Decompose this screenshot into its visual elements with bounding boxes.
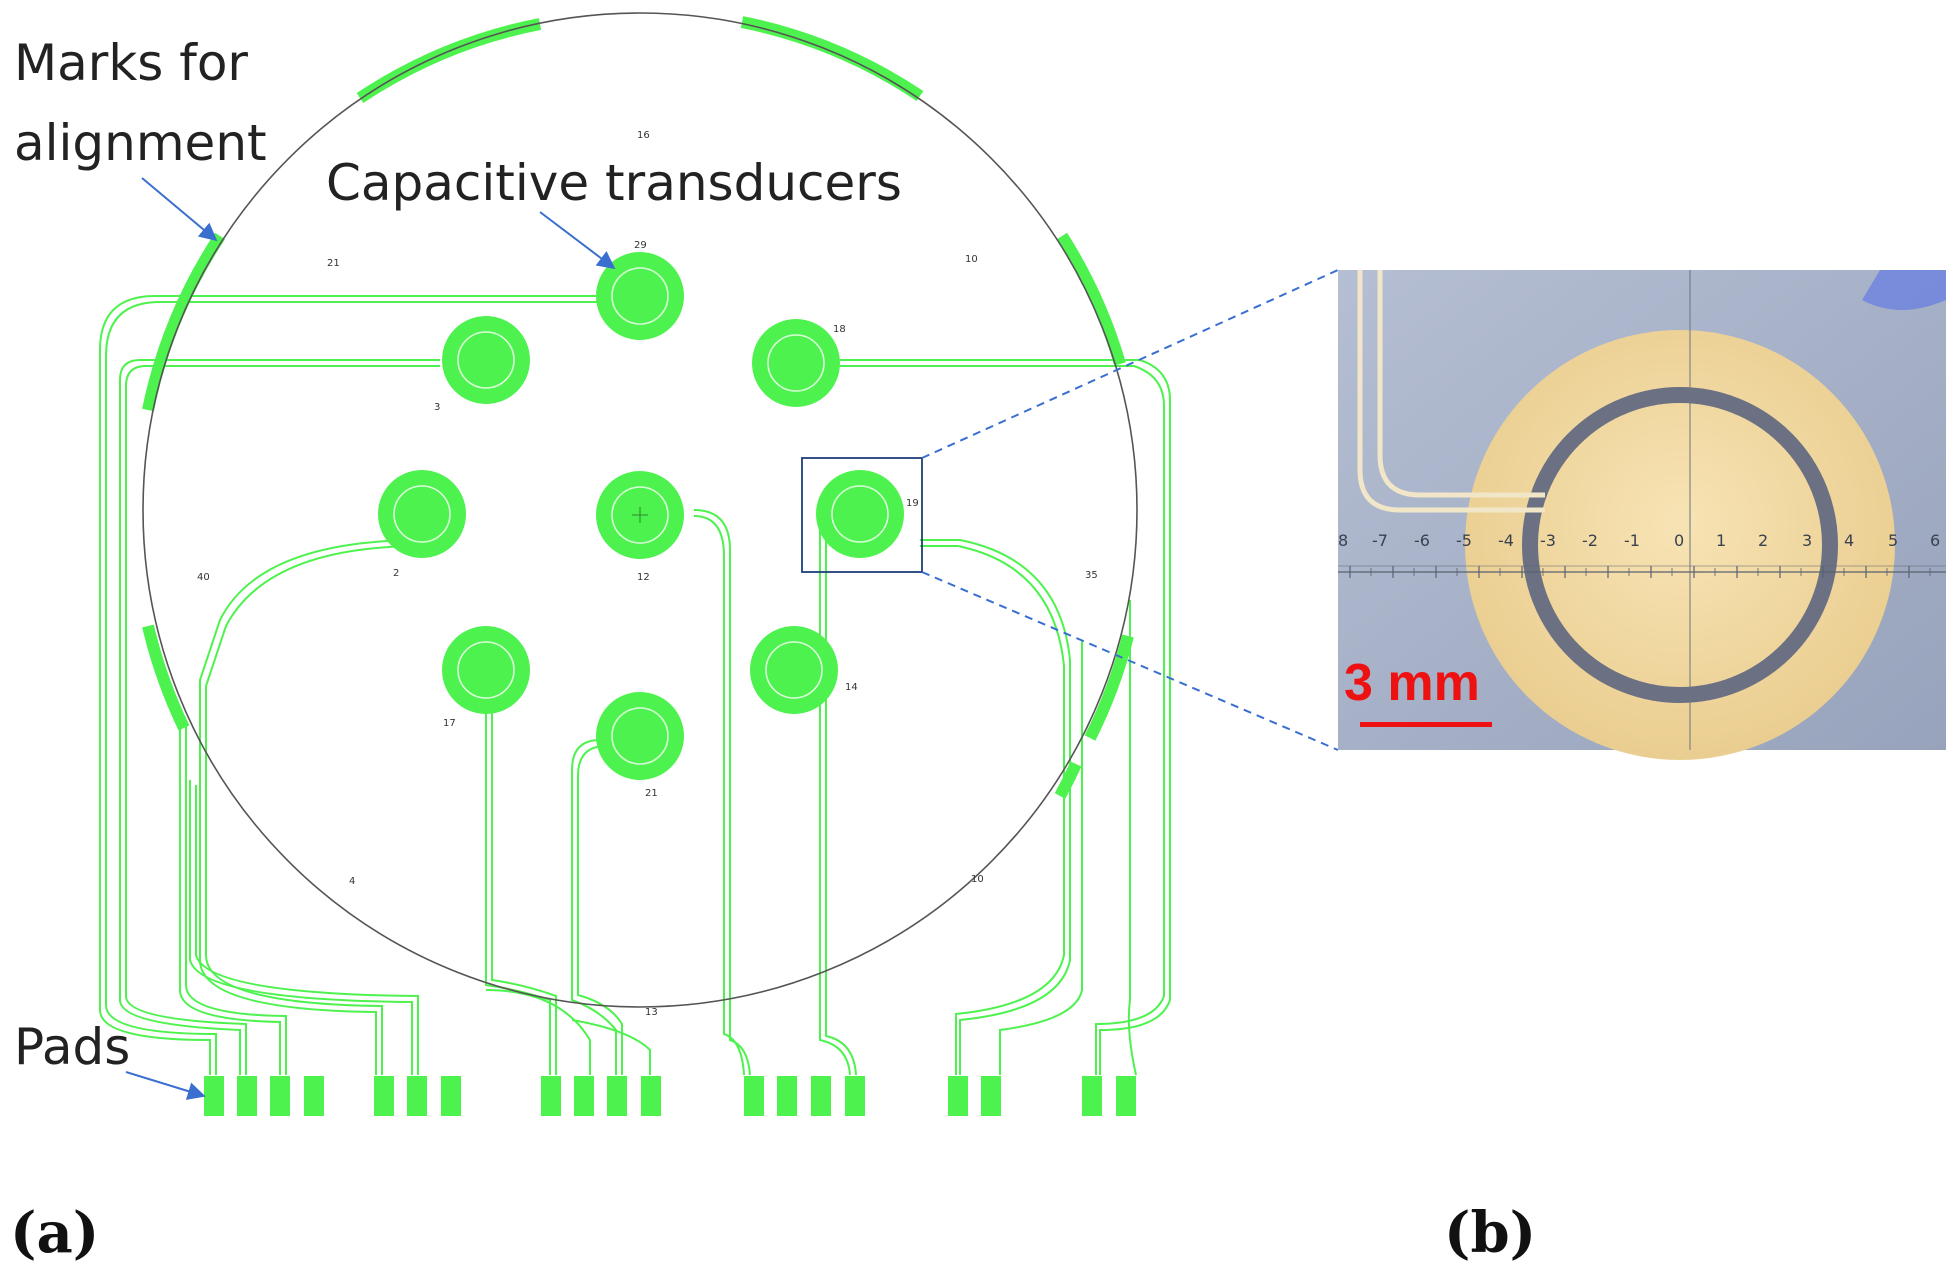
ruler-tick: 6 bbox=[1930, 531, 1940, 550]
pad bbox=[441, 1076, 461, 1116]
pad bbox=[374, 1076, 394, 1116]
ruler-tick: -2 bbox=[1582, 531, 1598, 550]
alignment-id: 21 bbox=[327, 258, 340, 269]
pad bbox=[641, 1076, 661, 1116]
transducer-id: 17 bbox=[443, 718, 456, 729]
marks-leader-arrow bbox=[141, 177, 218, 242]
pad bbox=[407, 1076, 427, 1116]
transducer-id: 13 bbox=[645, 1007, 658, 1018]
transducer bbox=[378, 470, 466, 558]
ruler-tick: 8 bbox=[1338, 531, 1348, 550]
transducer-id: 3 bbox=[434, 402, 440, 413]
zoom-line-bottom bbox=[921, 571, 1339, 751]
ruler-tick: -7 bbox=[1372, 531, 1388, 550]
ruler-tick: -1 bbox=[1624, 531, 1640, 550]
pad bbox=[981, 1076, 1001, 1116]
transducer-id: 18 bbox=[833, 324, 846, 335]
pad bbox=[845, 1076, 865, 1116]
ruler-tick: 4 bbox=[1844, 531, 1854, 550]
panel-label-a: (a) bbox=[10, 1200, 99, 1266]
pad bbox=[811, 1076, 831, 1116]
scale-bar bbox=[1360, 722, 1492, 727]
ruler-tick: 3 bbox=[1802, 531, 1812, 550]
transducer-id: 19 bbox=[906, 498, 919, 509]
pad bbox=[541, 1076, 561, 1116]
alignment-id: 10 bbox=[971, 874, 984, 885]
alignment-id: 40 bbox=[197, 572, 210, 583]
ruler-tick: 2 bbox=[1758, 531, 1768, 550]
wafer-outline bbox=[142, 12, 1138, 1008]
marks-label-line2: alignment bbox=[14, 114, 267, 172]
pad bbox=[607, 1076, 627, 1116]
ruler-tick: 5 bbox=[1888, 531, 1898, 550]
pads-label: Pads bbox=[14, 1018, 130, 1076]
pad bbox=[204, 1076, 224, 1116]
pad bbox=[304, 1076, 324, 1116]
traces bbox=[99, 295, 651, 1075]
transducer-id: 14 bbox=[845, 682, 858, 693]
transducers bbox=[378, 252, 904, 780]
ruler-tick: -5 bbox=[1456, 531, 1472, 550]
transducer-id: 12 bbox=[637, 572, 650, 583]
annotations: Marks for alignment Capacitive transduce… bbox=[14, 34, 1339, 1100]
id-labels: 29 18 3 19 2 12 14 17 21 13 16 21 10 40 … bbox=[197, 130, 1098, 1018]
transducer-id: 29 bbox=[634, 240, 647, 251]
die-ring bbox=[1522, 387, 1838, 703]
alignment-id: 4 bbox=[349, 876, 355, 887]
pad bbox=[574, 1076, 594, 1116]
transducer-id: 2 bbox=[393, 568, 399, 579]
transducer bbox=[816, 470, 904, 558]
transducer bbox=[442, 626, 530, 714]
panel-b-photo: 8 -7 -6 -5 -4 -3 -2 -1 0 1 2 3 4 5 6 3 m… bbox=[1338, 270, 1946, 760]
pad bbox=[1082, 1076, 1102, 1116]
pad bbox=[270, 1076, 290, 1116]
pad bbox=[744, 1076, 764, 1116]
scale-bar-label: 3 mm bbox=[1344, 654, 1480, 712]
transducer bbox=[596, 252, 684, 340]
ruler-tick: 1 bbox=[1716, 531, 1726, 550]
alignment-id: 16 bbox=[637, 130, 650, 141]
transducers-label: Capacitive transducers bbox=[326, 154, 902, 212]
ruler bbox=[1338, 565, 1946, 578]
transducers-leader-arrow bbox=[539, 211, 616, 270]
marks-label-line1: Marks for bbox=[14, 34, 248, 92]
alignment-id: 35 bbox=[1085, 570, 1098, 581]
pads bbox=[204, 1076, 1136, 1116]
transducer bbox=[752, 319, 840, 407]
transducer bbox=[750, 626, 838, 714]
pad bbox=[1116, 1076, 1136, 1116]
ruler-tick: -4 bbox=[1498, 531, 1514, 550]
zoom-box bbox=[801, 457, 923, 573]
pad bbox=[237, 1076, 257, 1116]
traces-right bbox=[693, 359, 1171, 1076]
transducer-id: 21 bbox=[645, 788, 658, 799]
photo-lead bbox=[1357, 270, 1545, 513]
pad bbox=[777, 1076, 797, 1116]
panel-a-layout: 29 18 3 19 2 12 14 17 21 13 16 21 10 40 … bbox=[99, 12, 1171, 1116]
zoom-line-top bbox=[921, 269, 1339, 459]
photo-lead bbox=[1377, 270, 1545, 498]
panel-label-b: (b) bbox=[1444, 1200, 1536, 1266]
ruler-tick: -6 bbox=[1414, 531, 1430, 550]
transducer bbox=[596, 471, 684, 559]
alignment-id: 10 bbox=[965, 254, 978, 265]
pad bbox=[948, 1076, 968, 1116]
transducer bbox=[596, 692, 684, 780]
ruler-tick: -3 bbox=[1540, 531, 1556, 550]
transducer bbox=[442, 316, 530, 404]
pads-leader-arrow bbox=[125, 1071, 206, 1100]
ruler-tick-labels: 8 -7 -6 -5 -4 -3 -2 -1 0 1 2 3 4 5 6 bbox=[1338, 531, 1940, 550]
ruler-tick: 0 bbox=[1674, 531, 1684, 550]
